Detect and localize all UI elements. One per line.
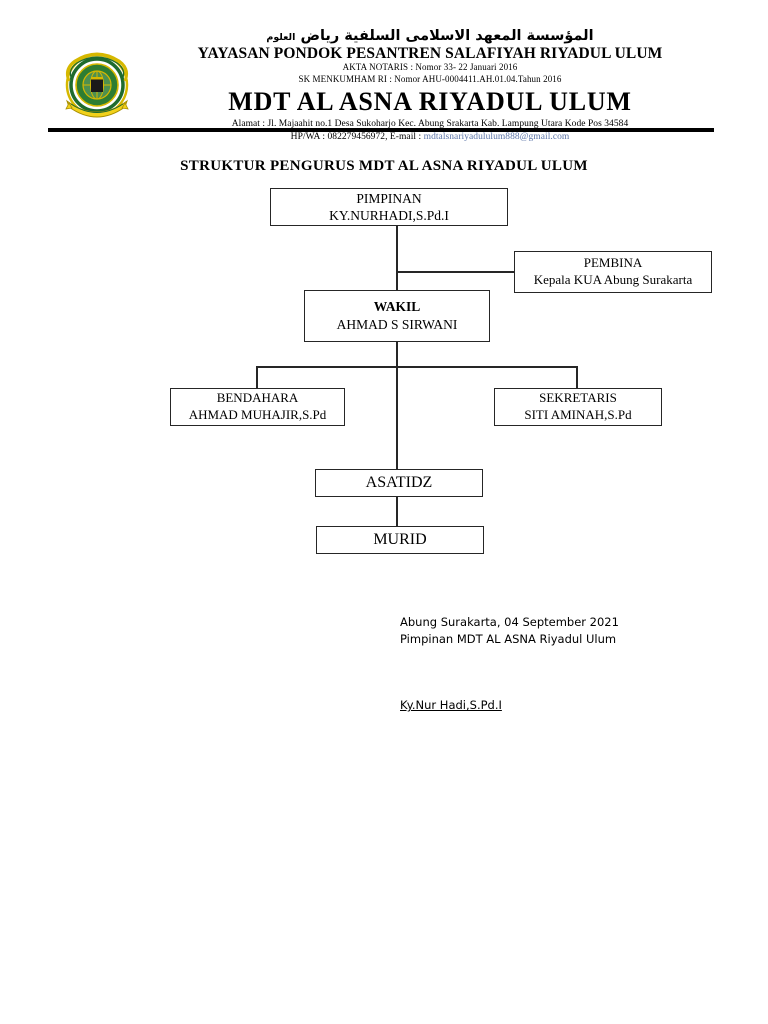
sk-line: SK MENKUMHAM RI : Nomor AHU-0004411.AH.0…	[298, 73, 562, 84]
org-node-pimpinan-role: PIMPINAN	[356, 190, 422, 206]
signature-signer-name: Ky.Nur Hadi,S.Pd.I	[400, 698, 502, 713]
org-node-murid-role: MURID	[373, 531, 427, 548]
org-node-asatidz[interactable]: ASATIDZ	[315, 469, 483, 497]
org-node-wakil-role: WAKIL	[373, 299, 421, 315]
signature-block: Abung Surakarta, 04 September 2021 Pimpi…	[400, 614, 619, 714]
org-node-pembina[interactable]: PEMBINA Kepala KUA Abung Surakarta	[514, 251, 712, 293]
org-node-bendahara-role: BENDAHARA	[216, 390, 299, 406]
org-node-wakil-person: AHMAD S SIRWANI	[336, 317, 458, 332]
address-line: Alamat : Jl. Majaahit no.1 Desa Sukoharj…	[231, 119, 629, 130]
letterhead-arabic-title: المؤسسة المعهد الاسلامى السلفية رياض الع…	[150, 28, 710, 45]
notary-line: AKTA NOTARIS : Nomor 33- 22 Januari 2016	[342, 62, 518, 73]
signature-place-date: Abung Surakarta, 04 September 2021	[400, 615, 619, 629]
arabic-title-main: المؤسسة المعهد الاسلامى السلفية رياض	[300, 28, 594, 44]
contact-line: HP/WA : 082279456972, E-mail : mdtalsnar…	[150, 131, 710, 144]
signature-title-line: Pimpinan MDT AL ASNA Riyadul Ulum	[400, 631, 617, 646]
connector-asatidz-murid	[396, 497, 398, 526]
email-link[interactable]: mdtalsnariyadululum888@gmail.com	[423, 131, 570, 142]
arabic-title-small: العلوم	[266, 32, 296, 43]
org-node-pimpinan-person: KY.NURHADI,S.Pd.I	[329, 208, 449, 223]
institution-name: MDT AL ASNA RIYADUL ULUM	[228, 87, 632, 117]
page-title: STRUKTUR PENGURUS MDT AL ASNA RIYADUL UL…	[180, 158, 588, 174]
org-node-bendahara-person: AHMAD MUHAJIR,S.Pd	[188, 407, 327, 422]
org-node-wakil[interactable]: WAKIL AHMAD S SIRWANI	[304, 290, 490, 342]
org-node-asatidz-role: ASATIDZ	[365, 474, 433, 491]
org-node-sekretaris-role: SEKRETARIS	[539, 390, 617, 406]
connector-pimpinan-wakil	[396, 226, 398, 290]
yayasan-logo-icon	[55, 45, 139, 129]
contact-phone-label: HP/WA : 082279456972, E-mail :	[290, 131, 424, 142]
letterhead: المؤسسة المعهد الاسلامى السلفية رياض الع…	[0, 28, 768, 142]
connector-branch-sekretaris	[576, 366, 578, 388]
connector-branch-bendahara	[256, 366, 258, 388]
org-node-pimpinan[interactable]: PIMPINAN KY.NURHADI,S.Pd.I	[270, 188, 508, 226]
org-node-pembina-role: PEMBINA	[583, 255, 643, 271]
foundation-name: YAYASAN PONDOK PESANTREN SALAFIYAH RIYAD…	[197, 44, 663, 62]
connector-branch-bar	[256, 366, 577, 368]
connector-wakil-asatidz	[396, 342, 398, 469]
org-node-murid[interactable]: MURID	[316, 526, 484, 554]
org-node-sekretaris-person: SITI AMINAH,S.Pd	[524, 407, 632, 422]
org-node-sekretaris[interactable]: SEKRETARIS SITI AMINAH,S.Pd	[494, 388, 662, 426]
connector-pembina	[396, 271, 514, 273]
letterhead-divider	[48, 128, 714, 132]
org-node-bendahara[interactable]: BENDAHARA AHMAD MUHAJIR,S.Pd	[170, 388, 345, 426]
org-node-pembina-person: Kepala KUA Abung Surakarta	[533, 272, 693, 287]
